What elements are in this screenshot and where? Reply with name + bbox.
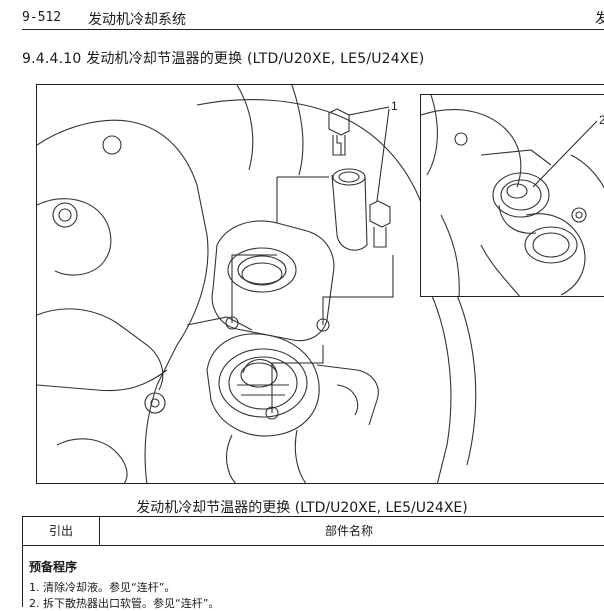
inset-illustration: 2 [420, 94, 604, 297]
procedure-step: 2. 拆下散热器出口软管。参见“连杆”。 [29, 597, 220, 610]
figure: 1 [36, 84, 604, 484]
preliminary-procedure-title: 预备程序 [29, 560, 78, 574]
column-header-callout: 引出 [23, 517, 100, 545]
parts-table: 引出 部件名称 预备程序 1. 清除冷却液。参见“连杆”。 2. 拆下散热器出口… [22, 516, 604, 610]
thermostat-detail-drawing [421, 95, 604, 296]
edge-mark: 发 [595, 11, 604, 27]
page-header: 9-512 发动机冷却系统 发 [22, 6, 604, 32]
procedure-step: 1. 清除冷却液。参见“连杆”。 [29, 581, 176, 594]
callout-2: 2 [599, 113, 604, 127]
figure-caption: 发动机冷却节温器的更换 (LTD/U20XE, LE5/U24XE) [136, 500, 468, 516]
column-header-part-name: 部件名称 [324, 524, 373, 538]
thermostat-housing-drawing [37, 85, 477, 483]
chapter-title: 发动机冷却系统 [88, 12, 186, 28]
header-rule [22, 29, 604, 30]
section-title: 9.4.4.10 发动机冷却节温器的更换 (LTD/U20XE, LE5/U24… [22, 51, 425, 67]
page-number: 9-512 [22, 10, 62, 25]
callout-1: 1 [391, 99, 398, 113]
table-header-row: 引出 部件名称 [23, 517, 604, 546]
